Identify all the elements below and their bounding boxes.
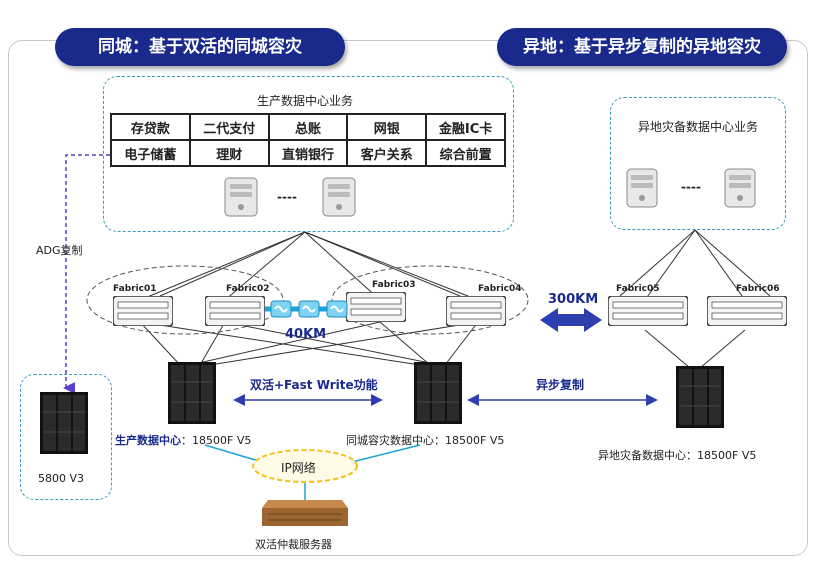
remote-dr-storage-caption: 异地灾备数据中心：18500F V5 <box>598 449 757 462</box>
arrow-300km <box>540 308 602 332</box>
fabric-label: Fabric01 <box>113 284 157 294</box>
fabric-switch-icon <box>204 295 266 330</box>
ip-cloud <box>252 449 358 483</box>
remote-fanout-lines <box>619 229 771 301</box>
server-ellipsis: ---- <box>681 180 701 194</box>
server-icon <box>724 168 756 212</box>
business-cell: 电子储蓄 <box>111 140 190 166</box>
label-300km: 300KM <box>548 292 599 307</box>
server-icon <box>322 177 356 221</box>
prod-business-title: 生产数据中心业务 <box>256 94 353 108</box>
fabric-label: Fabric02 <box>226 284 270 294</box>
business-cell: 二代支付 <box>189 114 269 140</box>
banner-remote: 异地：基于异步复制的异地容灾 <box>497 28 787 66</box>
fabric-group-ellipse-right <box>331 265 529 335</box>
storage-5800-label: 5800 V3 <box>38 472 85 485</box>
business-cell: 总账 <box>268 114 348 140</box>
business-cell: 金融IC卡 <box>426 114 505 140</box>
arbitration-label: 双活仲裁服务器 <box>255 538 332 551</box>
fabric-label: Fabric06 <box>736 284 780 294</box>
arbitration-server-icon <box>262 500 348 530</box>
prod-fanout-lines <box>139 231 479 301</box>
prod-business-box <box>103 76 514 232</box>
fabric-switch-icon <box>706 295 788 330</box>
server-icon <box>626 168 658 212</box>
ip-network-label: IP网络 <box>281 461 316 475</box>
ip-network-lines <box>204 444 421 500</box>
storage-rack-5800 <box>40 392 88 458</box>
wdm-icon <box>326 300 348 322</box>
business-cell: 网银 <box>347 114 427 140</box>
business-cell: 理财 <box>189 140 269 166</box>
fabric-group-ellipse-left <box>86 265 284 335</box>
label-adg: ADG复制 <box>36 244 83 257</box>
fabric-switch-icon <box>112 295 174 330</box>
prod-storage-caption: 生产数据中心：18500F V5 <box>115 432 251 448</box>
business-cell: 存贷款 <box>111 114 190 140</box>
storage-rack-prod <box>168 362 216 428</box>
fabric-label: Fabric03 <box>372 280 416 290</box>
business-cell: 直销银行 <box>268 140 348 166</box>
label-async: 异步复制 <box>536 378 585 392</box>
adg-dashed-path <box>63 154 110 394</box>
local-dr-storage-caption: 同城容灾数据中心：18500F V5 <box>346 434 505 447</box>
wdm-icon <box>298 300 320 322</box>
prod-storage-model: ：18500F V5 <box>181 434 252 447</box>
wdm-icon <box>270 300 292 322</box>
label-active-active: 双活+Fast Write功能 <box>250 378 378 392</box>
business-grid: 存贷款二代支付总账网银金融IC卡电子储蓄理财直销银行客户关系综合前置 <box>110 113 506 167</box>
storage-rack-remote-dr <box>676 366 724 432</box>
fabric-switch-icon <box>607 295 689 330</box>
business-cell: 综合前置 <box>426 140 505 166</box>
fabric-switch-icon <box>445 295 507 330</box>
fabric-label: Fabric04 <box>478 284 522 294</box>
fabric-switch-icon <box>345 291 407 326</box>
remote-business-box <box>610 97 786 230</box>
label-40km: 40KM <box>285 327 327 342</box>
server-icon <box>224 177 258 221</box>
prod-storage-name: 生产数据中心 <box>115 434 181 447</box>
fabric-label: Fabric05 <box>616 284 660 294</box>
business-cell: 客户关系 <box>347 140 427 166</box>
server-ellipsis: ---- <box>277 190 297 204</box>
storage-rack-local-dr <box>414 362 462 428</box>
remote-business-title: 异地灾备数据中心业务 <box>637 120 758 134</box>
fabric-to-storage-lines <box>139 321 746 369</box>
backup-storage-box <box>20 374 112 500</box>
banner-local: 同城：基于双活的同城容灾 <box>55 28 345 66</box>
